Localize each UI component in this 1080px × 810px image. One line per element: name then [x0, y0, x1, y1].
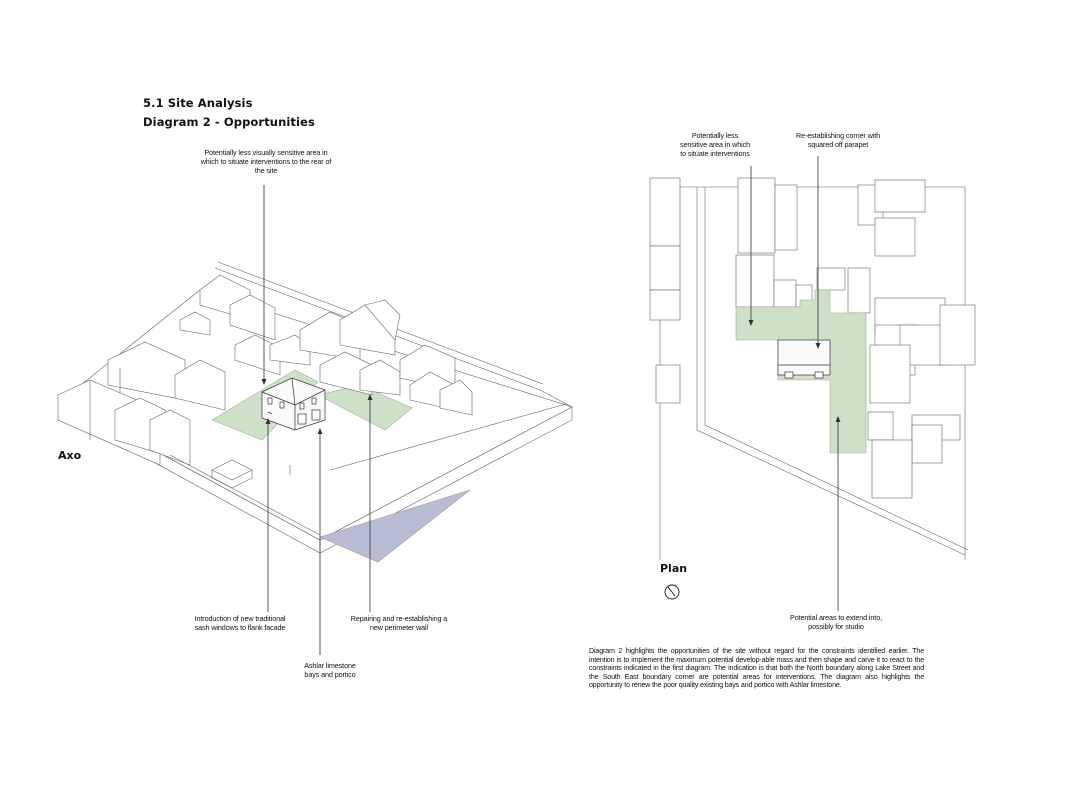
description-paragraph: Diagram 2 highlights the opportunities o… [589, 647, 924, 690]
annotation-limestone: Ashlar limestone bays and portico [304, 661, 356, 679]
plan-label: Plan [660, 562, 688, 575]
plan-drawing [649, 156, 976, 611]
north-arrow-icon [664, 584, 680, 600]
axo-label: Axo [58, 449, 82, 462]
annotation-sash-windows: Introduction of new traditional sash win… [194, 614, 286, 632]
annotation-perimeter-wall: Repairing and re-establishing a new peri… [350, 614, 448, 632]
diagram-subtitle: Diagram 2 - Opportunities [143, 115, 315, 129]
axo-shadow [319, 489, 471, 563]
section-title: 5.1 Site Analysis [143, 96, 253, 110]
axo-drawing [57, 185, 573, 655]
annotation-rear-area: Potentially less visually sensitive area… [200, 148, 332, 175]
annotation-extend: Potential areas to extend into, possibly… [790, 613, 882, 631]
plan-main-building [777, 339, 831, 376]
annotation-corner: Re-establishing corner with squared off … [796, 131, 880, 149]
annotation-sensitive-area: Potentially less sensitive area in which… [679, 131, 750, 158]
